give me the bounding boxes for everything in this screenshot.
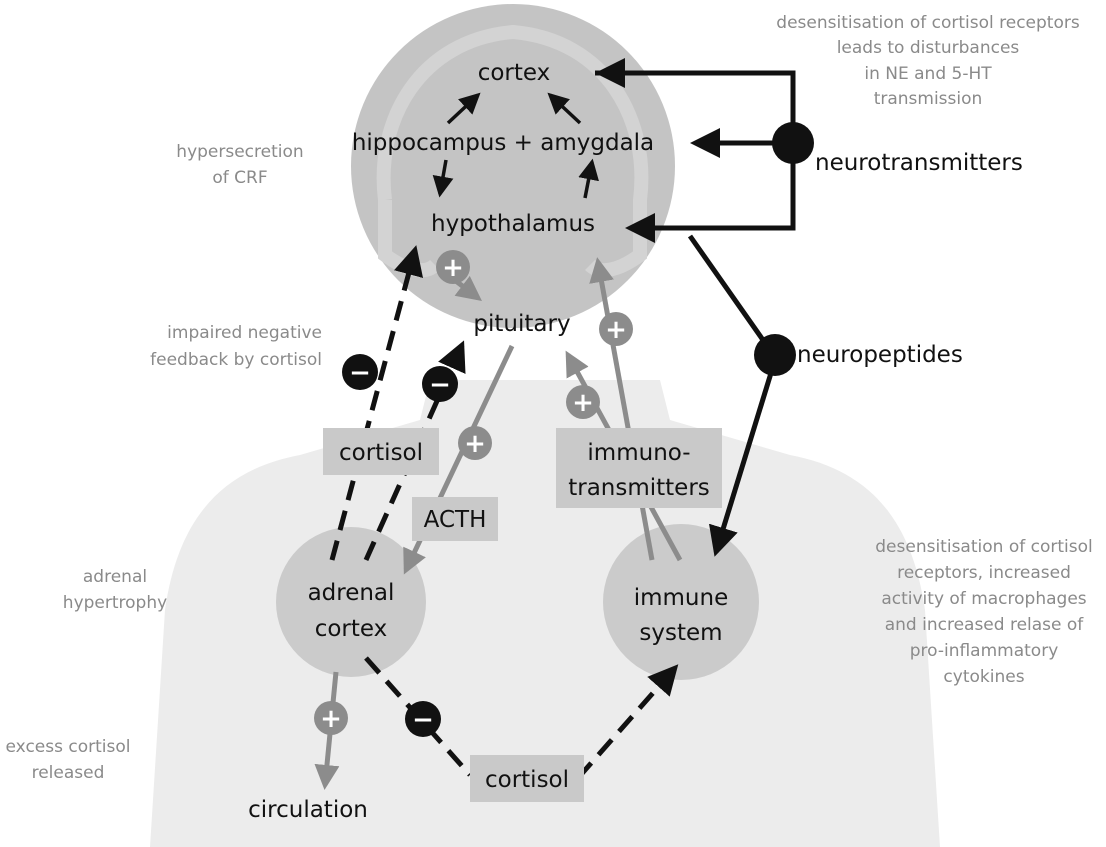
svg-text:−: − <box>412 705 434 735</box>
note-receptors-top-1: desensitisation of cortisol receptors <box>776 13 1080 33</box>
note-feedback-1: impaired negative <box>167 323 322 343</box>
note-crf-2: of CRF <box>212 168 267 188</box>
label-immune-system: system <box>639 620 722 646</box>
svg-text:+: + <box>320 704 342 734</box>
plus-badge-hypothalamus-pituitary: + <box>436 250 470 284</box>
note-receptors-right-5: pro-inflammatory <box>910 641 1059 661</box>
label-acth: ACTH <box>424 507 487 533</box>
head-circle <box>351 4 675 328</box>
label-neurotransmitters: neurotransmitters <box>815 150 1023 176</box>
neuropeptides-hub <box>754 334 796 376</box>
label-transmitters: transmitters <box>568 475 710 501</box>
note-receptors-top-3: in NE and 5-HT <box>864 64 992 84</box>
minus-badge-adrenal-immune: − <box>405 701 441 737</box>
note-receptors-top-4: transmission <box>874 89 983 109</box>
note-adrenal-1: adrenal <box>83 567 147 587</box>
svg-text:−: − <box>349 358 371 388</box>
minus-badge-pituitary: − <box>422 366 458 402</box>
minus-badge-hypothalamus: − <box>342 354 378 390</box>
note-receptors-right-6: cytokines <box>943 667 1024 687</box>
svg-text:+: + <box>442 253 464 283</box>
note-receptors-right-1: desensitisation of cortisol <box>875 537 1092 557</box>
label-pituitary: pituitary <box>473 311 570 337</box>
label-adrenal: adrenal <box>308 580 395 606</box>
note-receptors-top-2: leads to disturbances <box>837 38 1020 58</box>
note-excess-2: released <box>32 763 105 783</box>
svg-text:+: + <box>464 429 486 459</box>
label-cortex: cortex <box>478 60 551 86</box>
line-hypothalamus-to-neuropeptides <box>690 236 770 350</box>
plus-badge-immuno-pituitary: + <box>566 385 600 419</box>
plus-badge-circulation: + <box>314 701 348 735</box>
plus-badge-immuno-hypothalamus: + <box>599 312 633 346</box>
svg-text:−: − <box>429 370 451 400</box>
label-immuno: immuno- <box>587 440 690 466</box>
note-receptors-right-2: receptors, increased <box>897 563 1071 583</box>
note-excess-1: excess cortisol <box>6 737 131 757</box>
label-circulation: circulation <box>248 797 368 823</box>
svg-text:+: + <box>572 388 594 418</box>
note-receptors-right-3: activity of macrophages <box>881 589 1086 609</box>
label-hypothalamus: hypothalamus <box>431 211 595 237</box>
label-cortisol-bottom: cortisol <box>485 767 569 793</box>
label-cortisol-top: cortisol <box>339 440 423 466</box>
svg-text:+: + <box>605 315 627 345</box>
label-immune: immune <box>634 585 729 611</box>
neurotransmitters-hub <box>772 122 814 164</box>
note-receptors-right-4: and increased relase of <box>885 615 1085 635</box>
label-adrenal-cortex: cortex <box>315 616 388 642</box>
note-crf-1: hypersecretion <box>176 142 303 162</box>
label-hippocampus-amygdala: hippocampus + amygdala <box>352 130 654 156</box>
label-neuropeptides: neuropeptides <box>797 342 963 368</box>
plus-badge-acth: + <box>458 426 492 460</box>
note-feedback-2: feedback by cortisol <box>150 350 322 370</box>
note-adrenal-2: hypertrophy <box>63 593 167 613</box>
